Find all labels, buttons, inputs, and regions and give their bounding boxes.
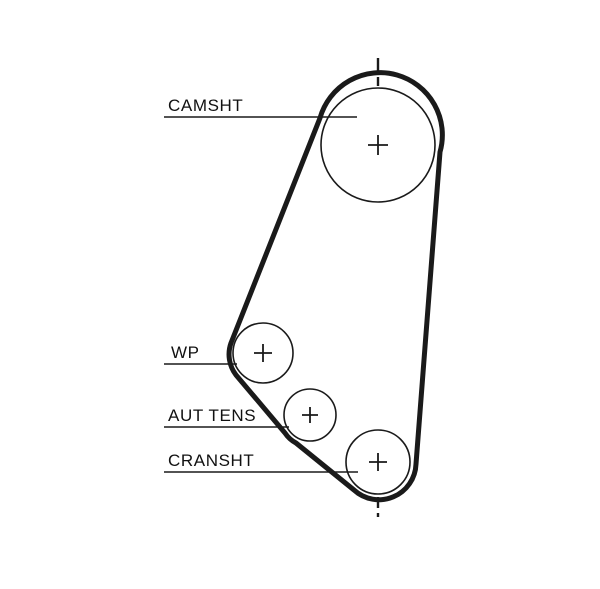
tensioner-center-cross-icon [302,407,318,423]
camshaft-pulley [320,87,436,203]
camshaft-center-cross-icon [368,135,388,155]
tensioner-label: AUT TENS [168,406,256,425]
water-pump-center-cross-icon [254,344,272,362]
crankshaft-center-cross-icon [369,453,387,471]
camshaft-label: CAMSHT [168,96,243,115]
water-pump-pulley [232,322,294,384]
crankshaft-pulley [345,429,411,495]
timing-belt-path [226,70,445,503]
diagram-linework [164,58,445,517]
water-pump-label: WP [171,343,200,362]
crankshaft-label: CRANSHT [168,451,254,470]
tensioner-pulley [283,388,337,442]
